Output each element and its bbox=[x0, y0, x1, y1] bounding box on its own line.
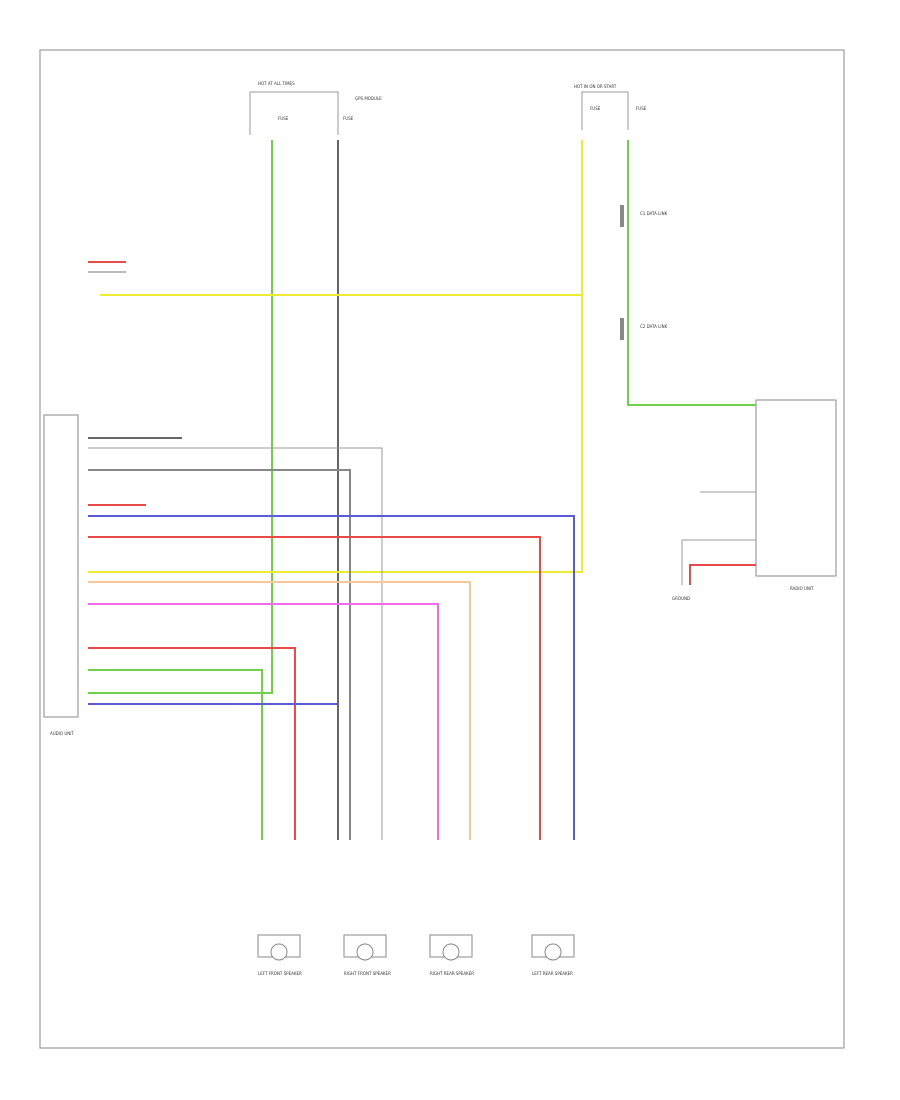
speaker-3-label: RIGHT REAR SPEAKER bbox=[430, 971, 474, 976]
speaker-3: RIGHT REAR SPEAKER bbox=[429, 934, 474, 976]
speaker-1: LEFT FRONT SPEAKER bbox=[257, 934, 302, 976]
top-right-fuse-block: HOT IN ON OR START FUSE FUSE bbox=[574, 84, 647, 130]
right-fuse-label: HOT IN ON OR START bbox=[574, 84, 617, 89]
wire-green-right bbox=[627, 140, 756, 406]
gps-module-label: GPS MODULE bbox=[355, 96, 382, 101]
wire-red-c bbox=[88, 647, 296, 840]
connector-c2-label: C2 DATA LINK bbox=[640, 324, 668, 329]
wire-green-b bbox=[88, 669, 263, 840]
wire-blue-a bbox=[88, 515, 575, 840]
wire-pink-a bbox=[88, 603, 439, 840]
top-left-fuse-block: HOT AT ALL TIMES FUSE FUSE GPS MODULE bbox=[249, 81, 382, 135]
wire-lightgray-a bbox=[88, 447, 383, 840]
audio-unit-label: AUDIO UNIT bbox=[50, 731, 74, 736]
fuse-c-label: FUSE bbox=[590, 106, 601, 111]
wire-red-b bbox=[88, 536, 541, 840]
radio-unit-label: RADIO UNIT bbox=[790, 586, 814, 591]
speaker-2-label: RIGHT FRONT SPEAKER bbox=[344, 971, 391, 976]
wire-green-1 bbox=[88, 140, 273, 694]
wire-red-radio bbox=[689, 564, 756, 585]
diagram-frame bbox=[39, 49, 845, 1049]
fuse-d-label: FUSE bbox=[636, 106, 647, 111]
wire-yellow-right bbox=[88, 140, 583, 573]
speaker-1-label: LEFT FRONT SPEAKER bbox=[258, 971, 302, 976]
wire-gray-radio bbox=[681, 539, 756, 585]
audio-unit: AUDIO UNIT bbox=[43, 414, 79, 736]
speaker-4-label: LEFT REAR SPEAKER bbox=[532, 971, 573, 976]
connector-c1-label: C1 DATA LINK bbox=[640, 211, 668, 216]
right-connectors: C1 DATA LINK C2 DATA LINK bbox=[620, 205, 668, 340]
radio-unit: RADIO UNIT GROUND bbox=[672, 399, 837, 601]
wire-gray-b bbox=[88, 469, 351, 840]
fuse-b-label: FUSE bbox=[343, 116, 354, 121]
mpsb-fuse-label: HOT AT ALL TIMES bbox=[258, 81, 295, 86]
ground-label: GROUND bbox=[672, 596, 690, 601]
speaker-4: LEFT REAR SPEAKER bbox=[531, 934, 575, 976]
speaker-2: RIGHT FRONT SPEAKER bbox=[343, 934, 391, 976]
wire-orange-a bbox=[88, 581, 471, 840]
fuse-a-label: FUSE bbox=[278, 116, 289, 121]
